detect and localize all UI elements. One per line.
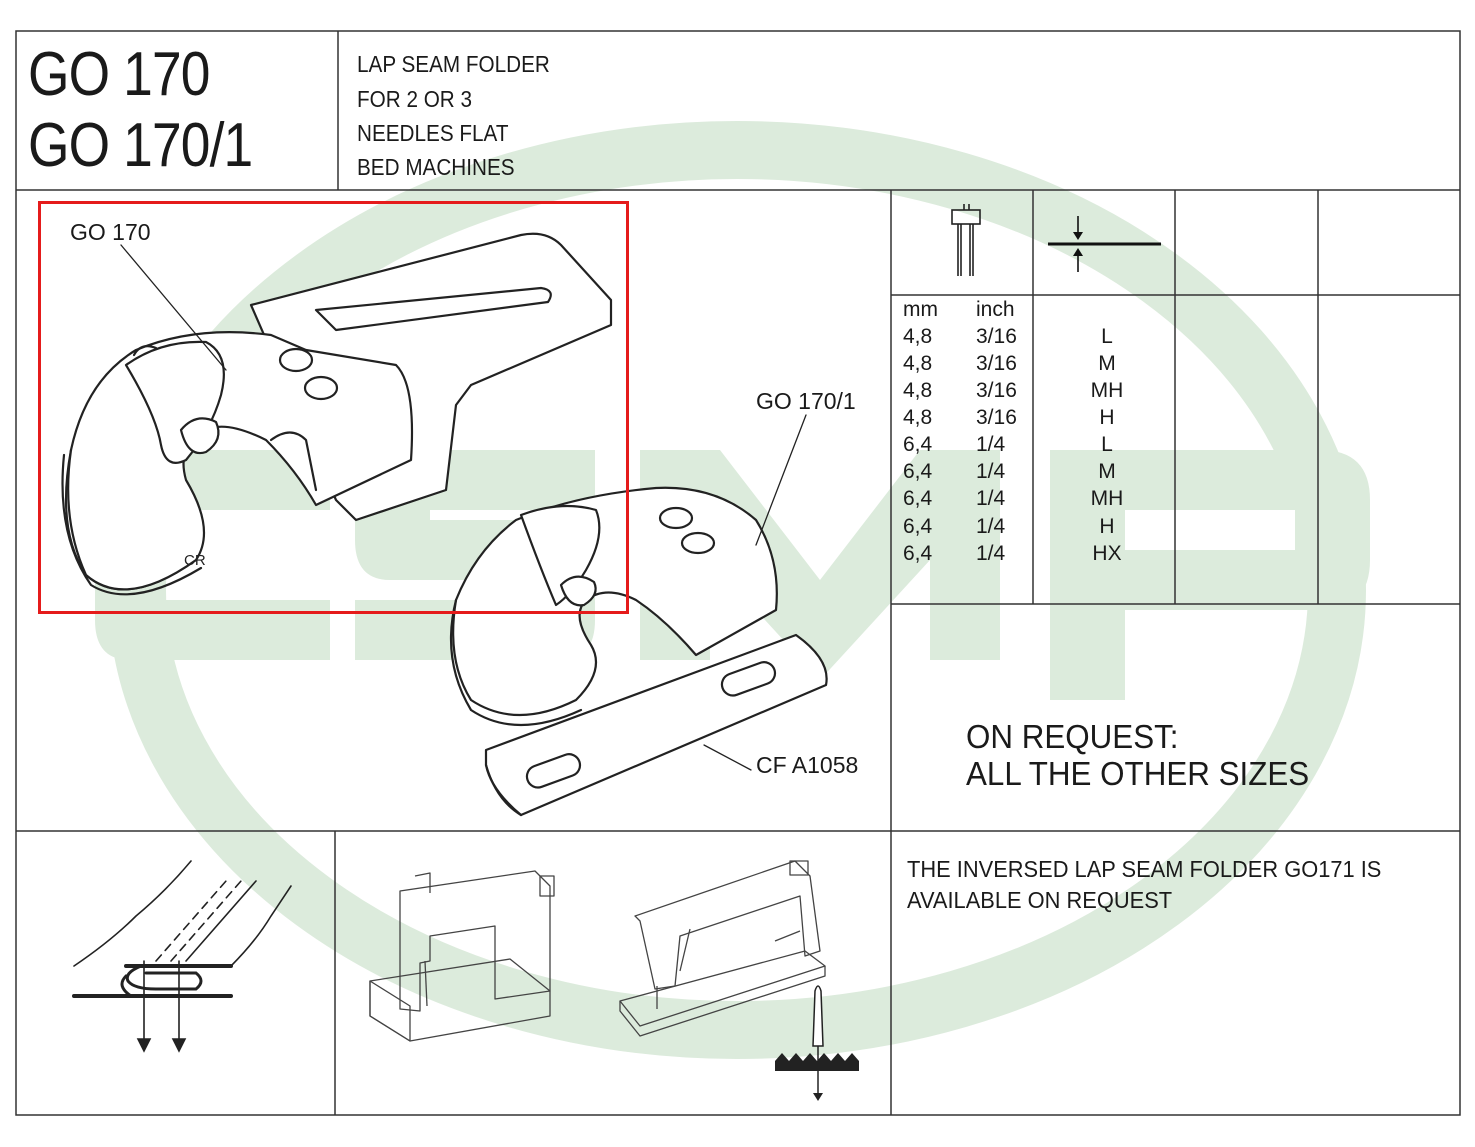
cell-mm: 6,4 xyxy=(903,460,933,483)
cell-type: L xyxy=(1101,325,1113,348)
feed-dog-needle-icon xyxy=(775,985,859,1101)
label-cf-a1058: CF A1058 xyxy=(756,752,859,778)
folder-illustration: CR xyxy=(61,232,828,817)
cell-type: M xyxy=(1098,460,1116,483)
cell-inch: 3/16 xyxy=(976,352,1017,375)
label-go170: GO 170 xyxy=(70,219,151,245)
sewing-machines-illustration xyxy=(369,860,859,1101)
cell-type: MH xyxy=(1090,487,1124,510)
description-line-1: LAP SEAM FOLDER xyxy=(357,51,550,77)
table-header-inch: inch xyxy=(976,298,1015,321)
material-thickness-icon xyxy=(1048,216,1161,272)
cell-mm: 6,4 xyxy=(903,515,933,538)
cell-type: M xyxy=(1098,352,1116,375)
industrial-sewing-machine-icon xyxy=(619,860,826,1037)
cell-mm: 4,8 xyxy=(903,352,933,375)
description-line-2: FOR 2 OR 3 xyxy=(357,86,473,112)
twin-needle-icon xyxy=(951,204,981,276)
cell-mm: 4,8 xyxy=(903,406,933,429)
description-line-4: BED MACHINES xyxy=(357,154,515,180)
cell-inch: 1/4 xyxy=(976,487,1006,510)
cell-mm: 6,4 xyxy=(903,542,933,565)
cell-inch: 1/4 xyxy=(976,433,1006,456)
description-line-3: NEEDLES FLAT xyxy=(357,120,509,146)
product-code-go170: GO 170 xyxy=(28,40,210,109)
cell-inch: 1/4 xyxy=(976,515,1006,538)
cell-type: H xyxy=(1099,406,1115,429)
on-request-heading: ON REQUEST: xyxy=(966,718,1179,755)
sewing-machine-icon xyxy=(369,870,555,1042)
cell-inch: 3/16 xyxy=(976,406,1017,429)
highlight-box-go170 xyxy=(38,201,629,614)
logo-mark: CR xyxy=(184,552,206,569)
product-code-go170-1: GO 170/1 xyxy=(28,111,253,180)
cell-type: L xyxy=(1101,433,1113,456)
cell-type: MH xyxy=(1090,379,1124,402)
label-go170-1: GO 170/1 xyxy=(756,388,856,414)
cell-type: H xyxy=(1099,515,1115,538)
cell-inch: 1/4 xyxy=(976,460,1006,483)
lap-seam-diagram-icon xyxy=(72,860,292,1053)
cell-mm: 4,8 xyxy=(903,379,933,402)
footer-note-line-1: THE INVERSED LAP SEAM FOLDER GO171 IS xyxy=(907,856,1382,882)
cell-inch: 1/4 xyxy=(976,542,1006,565)
cell-mm: 6,4 xyxy=(903,433,933,456)
table-header-mm: mm xyxy=(903,298,938,321)
on-request-sizes: ALL THE OTHER SIZES xyxy=(966,755,1310,792)
footer-note-line-2: AVAILABLE ON REQUEST xyxy=(907,887,1173,913)
cell-inch: 3/16 xyxy=(976,325,1017,348)
cell-inch: 3/16 xyxy=(976,379,1017,402)
cell-mm: 6,4 xyxy=(903,487,933,510)
cell-mm: 4,8 xyxy=(903,325,933,348)
cell-type: HX xyxy=(1092,542,1122,565)
